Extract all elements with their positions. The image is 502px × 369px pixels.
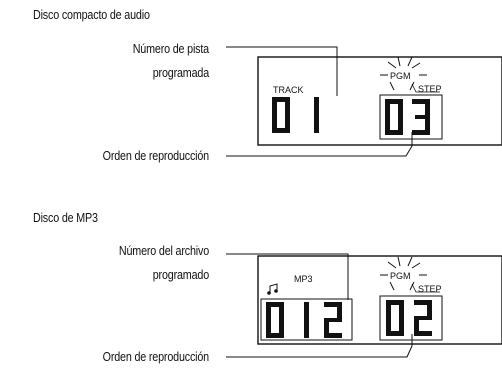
digit-0 [385, 99, 403, 135]
leader-order-cd [226, 132, 413, 157]
track-label: TRACK [273, 85, 304, 95]
label-file-number-line2: programado [152, 268, 209, 282]
file-box [260, 298, 353, 341]
pgm-label: PGM [390, 71, 411, 81]
leader-track [226, 46, 338, 96]
section-title-mp3: Disco de MP3 [33, 211, 98, 225]
digit-0 [272, 97, 290, 133]
digit-1 [314, 97, 319, 133]
label-track-number-line2: programada [152, 66, 209, 80]
pgm-label: PGM [390, 271, 411, 281]
digit-2 [414, 300, 432, 336]
cd-display-panel [257, 56, 502, 146]
step-digits [386, 300, 432, 336]
section-title-cd: Disco compacto de audio [33, 8, 150, 22]
label-order-cd: Orden de reproducción [102, 149, 210, 163]
digit-1 [304, 302, 309, 338]
label-file-number: Número del archivo [118, 244, 209, 258]
label-order-mp3: Orden de reproducción [102, 350, 210, 364]
pgm-blink-icon [380, 56, 427, 91]
step-box [379, 94, 443, 140]
step-label: STEP [418, 84, 442, 94]
step-label: STEP [418, 284, 442, 294]
step-digits [385, 99, 430, 135]
digit-0 [266, 302, 284, 338]
leader-file [226, 253, 349, 300]
step-box [379, 295, 443, 341]
file-digits [266, 302, 342, 338]
digit-0 [386, 300, 404, 336]
mp3-label: MP3 [294, 274, 313, 284]
music-note-icon [267, 283, 278, 295]
pgm-blink-icon [380, 256, 427, 291]
leader-order-mp3 [226, 334, 413, 358]
digit-3 [412, 99, 430, 135]
digit-2 [324, 302, 342, 338]
label-track-number: Número de pista [132, 42, 209, 56]
track-digits [272, 97, 319, 133]
mp3-display-panel [257, 255, 502, 345]
